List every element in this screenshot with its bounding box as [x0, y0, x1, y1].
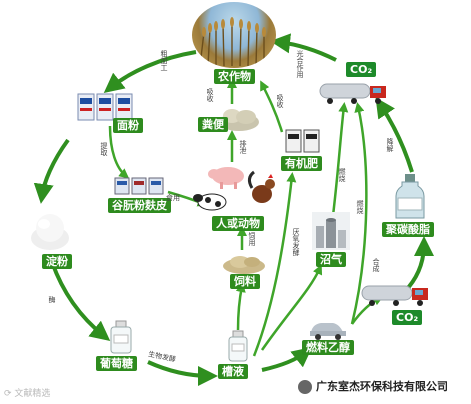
note-absorb-2: 吸收: [276, 94, 284, 108]
label-ethanol: 燃料乙醇: [302, 340, 354, 355]
fertilizer-bags-image: [284, 128, 322, 154]
watermark-right: 广东室杰环保科技有限公司: [298, 378, 448, 394]
glucose-bottle-image: [108, 320, 134, 354]
label-co2-bottom: CO₂: [392, 310, 423, 325]
label-gluten: 谷朊粉麸皮: [108, 198, 171, 213]
arrow-mash-to-biogas: [260, 264, 323, 351]
biogas-plant-image: [312, 212, 350, 250]
wechat-icon: ⟳: [4, 389, 15, 399]
note-anaerobic: 厌氧发酵: [292, 228, 300, 256]
note-feed-use: 饲用: [248, 232, 256, 246]
gluten-boxes-image: [114, 176, 164, 196]
arrow-mash-to-fertilizer: [252, 172, 297, 357]
arrow-flour-to-starch: [33, 138, 70, 204]
note-degrade: 降解: [386, 138, 394, 152]
label-co2-top: CO₂: [346, 62, 377, 77]
note-burn: 燃烧: [338, 168, 346, 182]
note-absorb: 吸收: [206, 88, 214, 102]
label-feed: 饲料: [230, 274, 260, 289]
note-polymer: 合成: [372, 258, 380, 272]
wechat-logo-icon: [298, 380, 312, 394]
note-grind: 粗加工: [160, 50, 168, 71]
note-burn-2: 燃烧: [356, 200, 364, 214]
arrow-co2top-to-crop: [270, 33, 337, 62]
label-starch: 淀粉: [42, 254, 72, 269]
polycarbonate-bottle-image: [392, 172, 428, 222]
starch-image: [30, 206, 70, 252]
tanker-truck-bottom-image: [360, 282, 430, 308]
tanker-truck-top-image: [318, 80, 388, 106]
arrow-starch-to-glucose: [50, 261, 111, 341]
arrow-crop-to-flour: [103, 50, 197, 93]
crop-field-image: [192, 2, 276, 68]
label-glucose: 葡萄糖: [96, 356, 137, 371]
label-crop: 农作物: [214, 69, 255, 84]
animals-image: [192, 158, 284, 216]
mash-bottle-image: [226, 330, 250, 362]
watermark-left: ⟳ 文献精选: [4, 389, 51, 399]
label-mash: 槽液: [218, 364, 248, 379]
arrow-flour-to-gluten: [108, 125, 130, 179]
arrow-mash-to-ethanol: [261, 347, 313, 372]
label-manure: 粪便: [198, 117, 228, 132]
flour-bags-image: [76, 92, 134, 122]
arrow-fertilizer-to-crop: [260, 80, 284, 133]
note-excrete: 排泄: [239, 140, 247, 154]
feed-image: [222, 250, 266, 274]
arrow-polyester-to-co2top: [375, 97, 414, 173]
label-animals: 人或动物: [212, 216, 264, 231]
note-enzyme: 酶: [48, 296, 56, 303]
label-fertilizer: 有机肥: [281, 156, 322, 171]
ethanol-car-image: [308, 316, 348, 340]
note-extract: 提取: [100, 142, 108, 156]
arrow-mash-to-feed: [235, 282, 246, 331]
arrow-ethanol-to-co2top: [350, 102, 368, 325]
label-polyester: 聚碳酸脂: [382, 222, 434, 237]
note-photosynthesis: 光合作用: [296, 50, 304, 78]
arrow-glucose-to-mash: [147, 360, 218, 386]
label-biogas: 沼气: [316, 252, 346, 267]
label-flour: 面粉: [113, 118, 143, 133]
note-eat: 食用: [166, 194, 180, 202]
